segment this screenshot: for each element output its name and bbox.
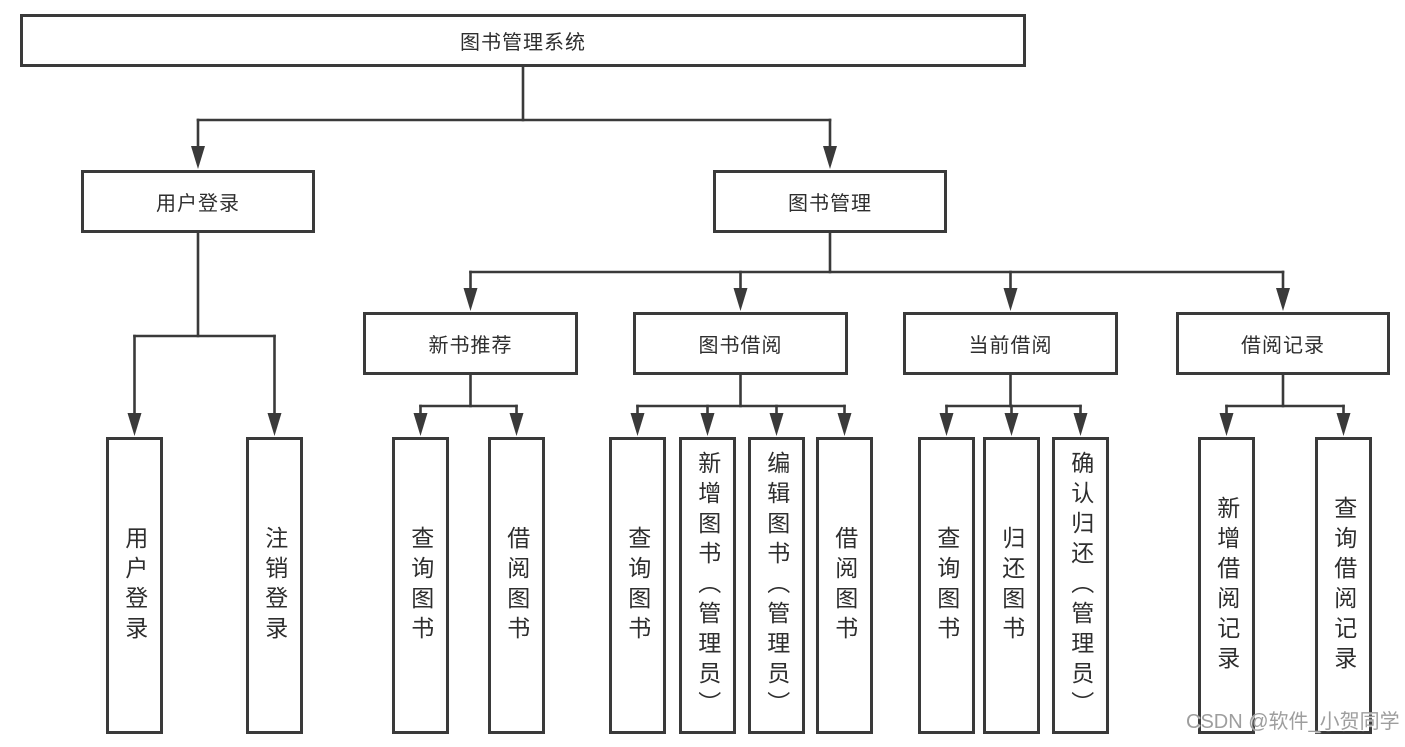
node-borrow-records-label: 借阅记录 (1241, 335, 1325, 357)
leaf-logout-label: 注销登录 (261, 525, 288, 646)
leaf-user-login: 用户登录 (106, 437, 163, 734)
leaf-query-book-current: 查询图书 (918, 437, 975, 734)
leaf-edit-book-admin-label: 编辑图书（管理员） (763, 450, 790, 721)
leaf-return-book: 归还图书 (983, 437, 1040, 734)
node-user-login-label: 用户登录 (156, 193, 240, 215)
leaf-edit-book-admin: 编辑图书（管理员） (748, 437, 805, 734)
node-current-borrow: 当前借阅 (903, 312, 1118, 375)
node-library-system: 图书管理系统 (20, 14, 1026, 67)
leaf-borrow-book-recommend-label: 借阅图书 (503, 525, 530, 646)
node-book-management: 图书管理 (713, 170, 947, 233)
leaf-query-borrow-record-label: 查询借阅记录 (1330, 495, 1357, 676)
leaf-borrow-book: 借阅图书 (816, 437, 873, 734)
leaf-add-borrow-record: 新增借阅记录 (1198, 437, 1255, 734)
leaf-user-login-label: 用户登录 (121, 525, 148, 646)
leaf-add-book-admin-label: 新增图书（管理员） (694, 450, 721, 721)
arrowheads (127, 146, 1351, 436)
node-new-book-recommend-label: 新书推荐 (428, 335, 513, 357)
leaf-borrow-book-label: 借阅图书 (831, 525, 858, 646)
node-book-borrow: 图书借阅 (633, 312, 848, 375)
leaf-query-book-borrow: 查询图书 (609, 437, 666, 734)
node-user-login: 用户登录 (81, 170, 315, 233)
node-borrow-records: 借阅记录 (1176, 312, 1390, 375)
leaf-confirm-return-admin-label: 确认归还（管理员） (1067, 450, 1094, 721)
node-book-borrow-label: 图书借阅 (698, 335, 783, 357)
leaf-query-book-borrow-label: 查询图书 (624, 525, 651, 646)
leaf-confirm-return-admin: 确认归还（管理员） (1052, 437, 1109, 734)
leaf-query-book-current-label: 查询图书 (933, 525, 960, 646)
leaf-query-book-recommend: 查询图书 (392, 437, 449, 734)
leaf-query-book-recommend-label: 查询图书 (407, 525, 434, 646)
leaf-add-borrow-record-label: 新增借阅记录 (1213, 495, 1240, 676)
node-current-borrow-label: 当前借阅 (968, 335, 1053, 357)
node-book-management-label: 图书管理 (788, 193, 872, 215)
leaf-return-book-label: 归还图书 (998, 525, 1025, 646)
node-new-book-recommend: 新书推荐 (363, 312, 578, 375)
leaf-add-book-admin: 新增图书（管理员） (679, 437, 736, 734)
node-library-system-label: 图书管理系统 (460, 32, 586, 54)
leaf-logout: 注销登录 (246, 437, 303, 734)
csdn-watermark: CSDN @软件_小贺同学 (1186, 711, 1400, 733)
leaf-query-borrow-record: 查询借阅记录 (1315, 437, 1372, 734)
leaf-borrow-book-recommend: 借阅图书 (488, 437, 545, 734)
